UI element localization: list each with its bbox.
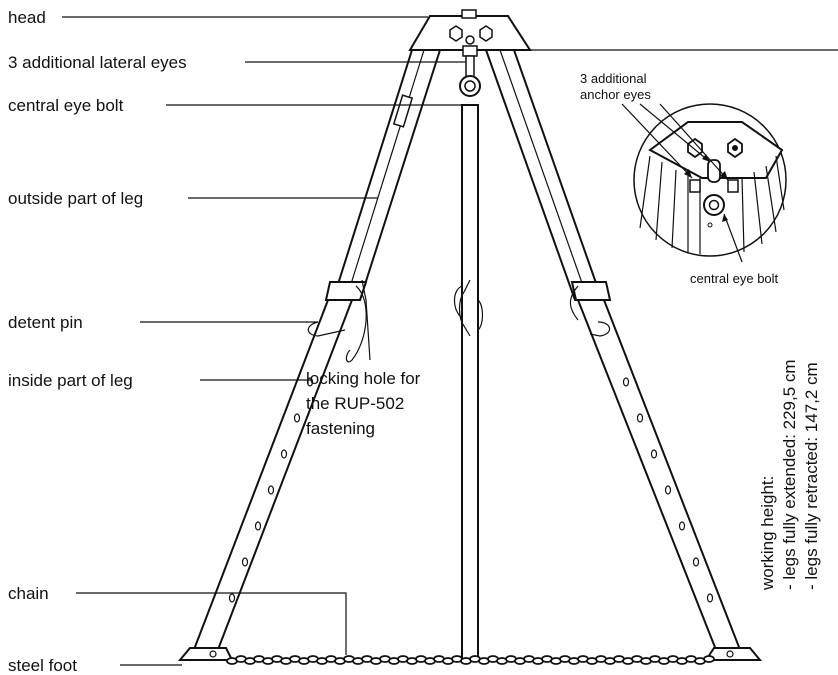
head-bolt-right (479, 25, 493, 42)
label-inside-leg: inside part of leg (8, 371, 133, 390)
left-detent-pin (307, 321, 346, 337)
label-outside-leg: outside part of leg (8, 189, 143, 208)
left-leg-label-plate (392, 94, 414, 128)
left-strap (345, 285, 367, 363)
working-height-retracted: - legs fully retracted: 147,2 cm (802, 362, 821, 590)
right-leg-inside-part (576, 299, 746, 661)
chain-link (703, 655, 715, 663)
tripod-head (408, 9, 532, 97)
center-pole (453, 104, 484, 661)
head-plate (408, 15, 532, 51)
head-bolt-left (449, 25, 463, 42)
center-pole-body (461, 104, 479, 661)
locking-hole-leader (361, 279, 371, 361)
label-locking-hole-3: fastening (306, 419, 375, 438)
leader-lines (62, 16, 466, 666)
right-leg (484, 49, 763, 661)
label-head: head (8, 8, 46, 27)
lateral-eye (462, 45, 478, 57)
label-locking-hole-2: the RUP-502 (306, 394, 404, 413)
label-locking-hole-1: locking hole for (306, 369, 421, 388)
label-detent-pin: detent pin (8, 313, 83, 332)
working-height-title: working height: (758, 476, 777, 591)
inset-label-anchor-eyes-2: anchor eyes (580, 87, 651, 102)
inset-detail (500, 49, 838, 263)
right-strap (569, 285, 579, 321)
left-leg-outside-part (331, 49, 442, 301)
label-central-eye-bolt: central eye bolt (8, 96, 124, 115)
right-leg-holes (622, 377, 714, 603)
label-steel-foot: steel foot (8, 656, 77, 675)
left-leg (177, 49, 442, 661)
left-leg-holes (228, 377, 314, 603)
right-leg-clamp (570, 281, 612, 301)
left-steel-foot (177, 647, 234, 661)
left-leg-inside-part (188, 299, 354, 661)
working-height-block: working height: - legs fully extended: 2… (758, 359, 821, 591)
chain-leader (76, 592, 347, 655)
chain (226, 655, 715, 665)
inset-label-anchor-eyes-1: 3 additional (580, 71, 647, 86)
label-lateral-eyes: 3 additional lateral eyes (8, 53, 187, 72)
inset-label-central-eye-bolt: central eye bolt (690, 271, 779, 286)
labels: head 3 additional lateral eyes central e… (8, 8, 821, 675)
working-height-extended: - legs fully extended: 229,5 cm (780, 359, 799, 590)
right-detent-pin (589, 321, 611, 337)
label-chain: chain (8, 584, 49, 603)
